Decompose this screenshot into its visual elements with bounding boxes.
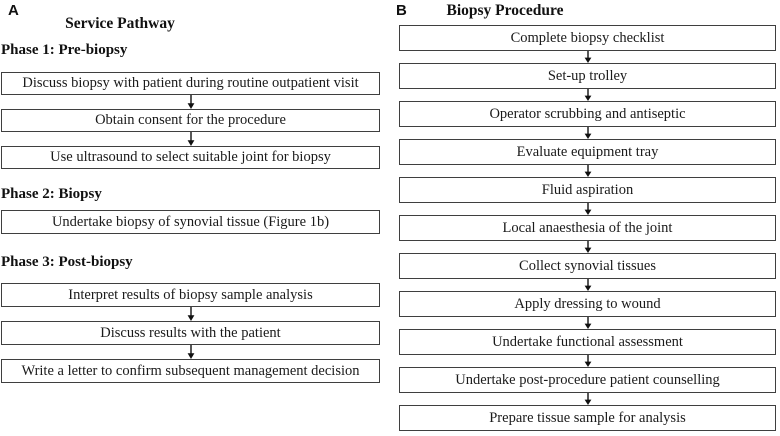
flow-step: Collect synovial tissues bbox=[399, 253, 776, 279]
flow-step: Evaluate equipment tray bbox=[399, 139, 776, 165]
arrow-down-icon bbox=[1, 307, 380, 321]
flow-step: Local anaesthesia of the joint bbox=[399, 215, 776, 241]
flow-step: Complete biopsy checklist bbox=[399, 25, 776, 51]
arrow-down-icon bbox=[399, 279, 776, 291]
arrow-down-icon bbox=[399, 89, 776, 101]
panel-a-label: A bbox=[8, 2, 19, 19]
flow-step: Set-up trolley bbox=[399, 63, 776, 89]
panel-b-label: B bbox=[396, 2, 407, 19]
phase-2-flow: Undertake biopsy of synovial tissue (Fig… bbox=[1, 210, 380, 234]
phase-2-heading: Phase 2: Biopsy bbox=[1, 186, 102, 202]
flow-step: Use ultrasound to select suitable joint … bbox=[1, 146, 380, 169]
flow-step: Undertake biopsy of synovial tissue (Fig… bbox=[1, 210, 380, 234]
biopsy-procedure-flow: Complete biopsy checklist Set-up trolley… bbox=[399, 25, 776, 431]
flow-step: Discuss biopsy with patient during routi… bbox=[1, 72, 380, 95]
flow-step: Undertake post-procedure patient counsel… bbox=[399, 367, 776, 393]
arrow-down-icon bbox=[1, 345, 380, 359]
arrow-down-icon bbox=[1, 95, 380, 109]
flow-step: Interpret results of biopsy sample analy… bbox=[1, 283, 380, 307]
phase-1-heading: Phase 1: Pre-biopsy bbox=[1, 42, 128, 58]
flow-step: Obtain consent for the procedure bbox=[1, 109, 380, 132]
flow-step: Fluid aspiration bbox=[399, 177, 776, 203]
flow-step: Operator scrubbing and antiseptic bbox=[399, 101, 776, 127]
arrow-down-icon bbox=[399, 127, 776, 139]
phase-3-heading: Phase 3: Post-biopsy bbox=[1, 254, 133, 270]
arrow-down-icon bbox=[399, 51, 776, 63]
flow-step: Discuss results with the patient bbox=[1, 321, 380, 345]
flow-step: Prepare tissue sample for analysis bbox=[399, 405, 776, 431]
panel-b-title: Biopsy Procedure bbox=[446, 2, 564, 19]
phase-1-flow: Discuss biopsy with patient during routi… bbox=[1, 72, 380, 169]
arrow-down-icon bbox=[399, 165, 776, 177]
arrow-down-icon bbox=[399, 393, 776, 405]
panel-a-title: Service Pathway bbox=[65, 15, 175, 32]
arrow-down-icon bbox=[399, 317, 776, 329]
flow-step: Apply dressing to wound bbox=[399, 291, 776, 317]
arrow-down-icon bbox=[399, 241, 776, 253]
flow-step: Undertake functional assessment bbox=[399, 329, 776, 355]
phase-3-flow: Interpret results of biopsy sample analy… bbox=[1, 283, 380, 383]
arrow-down-icon bbox=[399, 355, 776, 367]
arrow-down-icon bbox=[399, 203, 776, 215]
arrow-down-icon bbox=[1, 132, 380, 146]
flow-step: Write a letter to confirm subsequent man… bbox=[1, 359, 380, 383]
